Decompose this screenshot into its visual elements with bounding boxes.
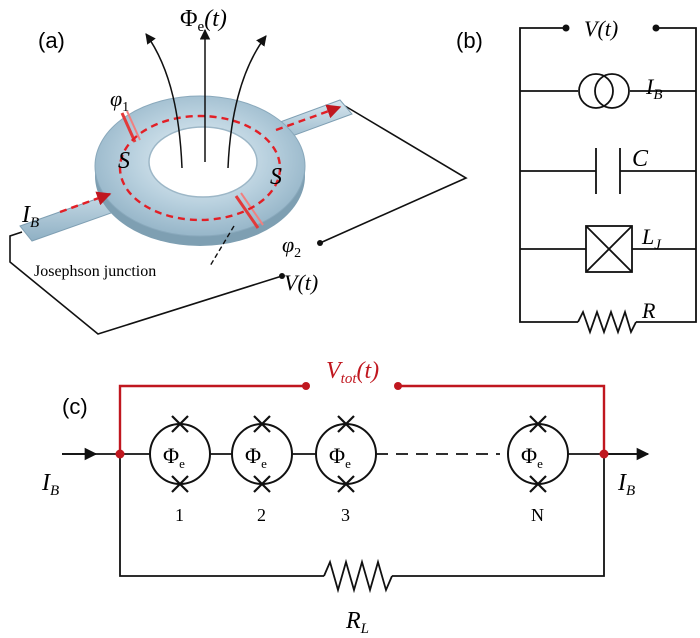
flux-field-lines bbox=[145, 28, 267, 169]
junction-symbol bbox=[585, 225, 633, 273]
voltage-probe-right bbox=[398, 384, 606, 454]
squid-1: Φe 1 bbox=[149, 415, 211, 525]
s-label-left: S bbox=[118, 148, 130, 174]
squid-1-number: 1 bbox=[175, 505, 184, 525]
panel-c-label: (c) bbox=[62, 394, 88, 419]
node-left bbox=[115, 449, 125, 459]
current-source-symbol bbox=[578, 73, 630, 109]
bias-current-label: IB bbox=[21, 202, 39, 231]
panel-a-label: (a) bbox=[38, 28, 65, 53]
voltage-label-a: V(t) bbox=[284, 270, 318, 295]
squid-3-number: 3 bbox=[341, 505, 350, 525]
panel-a: (a) bbox=[9, 6, 468, 335]
load-resistor-symbol bbox=[323, 558, 393, 594]
wire-left-bottom bbox=[9, 231, 283, 335]
terminal-phi2 bbox=[317, 240, 323, 246]
terminal-v bbox=[279, 273, 285, 279]
terminal-b-left bbox=[562, 24, 570, 32]
resistor-label: R bbox=[641, 298, 656, 323]
vtot-label: Vtot(t) bbox=[326, 358, 379, 387]
terminal-b-right bbox=[652, 24, 660, 32]
probe-terminal-right bbox=[394, 382, 402, 390]
bias-label-c-right: IB bbox=[617, 470, 635, 499]
squid-3: Φe 3 bbox=[315, 415, 377, 525]
load-resistor-label: RL bbox=[345, 608, 369, 637]
panel-b: (b) V(t) IB C bbox=[456, 16, 697, 335]
squid-1-flux: Φe bbox=[163, 443, 185, 471]
squid-2: Φe 2 bbox=[231, 415, 293, 525]
load-wire-left bbox=[119, 454, 324, 577]
squid-2-number: 2 bbox=[257, 505, 266, 525]
bias-label-c-left: IB bbox=[41, 470, 59, 499]
rcsj-circuit bbox=[519, 27, 697, 323]
wire-right bbox=[319, 105, 468, 244]
phi1-label: φ1 bbox=[110, 86, 129, 115]
s-label-right: S bbox=[270, 164, 282, 190]
node-right bbox=[599, 449, 609, 459]
squid-2-flux: Φe bbox=[245, 443, 267, 471]
junction-label: Josephson junction bbox=[34, 263, 156, 280]
voltage-label-b: V(t) bbox=[584, 16, 618, 41]
junction-top bbox=[120, 110, 141, 143]
current-in-arrow bbox=[59, 191, 112, 214]
probe-terminal-left bbox=[302, 382, 310, 390]
squid-n-number: N bbox=[531, 505, 544, 525]
capacitor-label: C bbox=[632, 146, 649, 172]
flux-label: Φe(t) bbox=[180, 6, 227, 35]
phi2-label: φ2 bbox=[282, 232, 301, 261]
bias-label-b: IB bbox=[645, 74, 663, 103]
voltage-probe-left bbox=[118, 384, 306, 454]
junction-bottom bbox=[234, 192, 264, 229]
current-loop bbox=[118, 114, 282, 222]
squid-3-flux: Φe bbox=[329, 443, 351, 471]
panel-c: (c) Vtot(t) RL IB IB bbox=[41, 358, 650, 637]
inductor-label: LJ bbox=[641, 224, 662, 253]
squid-n-flux: Φe bbox=[521, 443, 543, 471]
panel-b-label: (b) bbox=[456, 28, 483, 53]
squid-n: Φe N bbox=[507, 415, 569, 525]
load-wire-right bbox=[392, 454, 605, 577]
ring-hole bbox=[148, 126, 258, 198]
resistor-symbol bbox=[577, 309, 637, 335]
